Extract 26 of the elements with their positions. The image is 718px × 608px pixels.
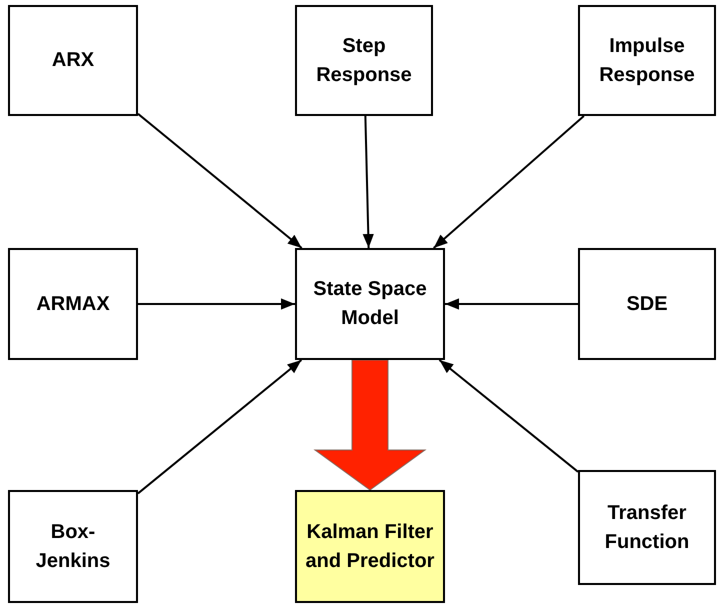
process-box (8, 248, 138, 360)
node-label: Kalman Filter and Predictor (304, 520, 436, 574)
arrow (137, 113, 302, 249)
node-label: ARX (50, 48, 96, 73)
process-box (578, 248, 716, 360)
arrow (438, 359, 579, 473)
node-label: Step Response (315, 34, 413, 88)
node-label: Impulse Response (598, 34, 696, 88)
process-box (8, 5, 138, 116)
process-box (295, 5, 433, 116)
node-label: ARMAX (35, 292, 111, 316)
process-box (578, 470, 716, 585)
process-box (8, 490, 138, 603)
arrow (445, 298, 578, 310)
process-box (295, 248, 445, 360)
process-box (295, 490, 445, 603)
arrow (362, 116, 374, 248)
node-label: Transfer Function (604, 500, 690, 554)
block-arrow (313, 360, 427, 491)
node-label: SDE (625, 292, 669, 316)
arrow (137, 359, 302, 494)
node-label: Box-Jenkins (34, 520, 112, 574)
process-box (578, 5, 716, 116)
arrow (138, 298, 295, 310)
arrow (433, 115, 585, 249)
node-label: State Space Model (312, 277, 428, 331)
